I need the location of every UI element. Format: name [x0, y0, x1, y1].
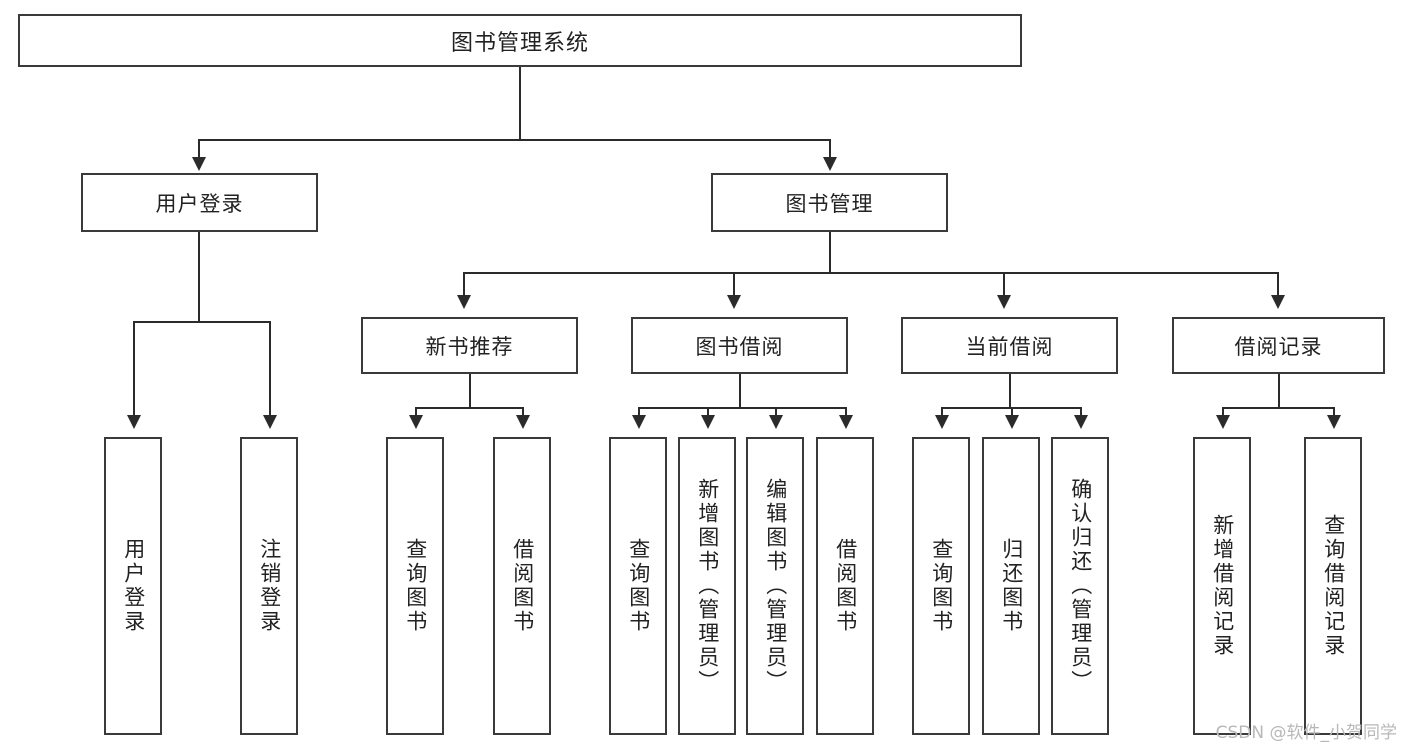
- leaf-add-borrow-record[interactable]: 新增借阅记录: [1193, 437, 1251, 735]
- connector-drop-leaf-user-login: [133, 321, 135, 417]
- connector-book-borrow-stem: [739, 374, 741, 407]
- leaf-add-book[interactable]: 新增图书（管理员）: [678, 437, 736, 735]
- node-user-login[interactable]: 用户登录: [81, 173, 318, 232]
- connector-drop-leaf-add-book: [707, 407, 709, 417]
- leaf-query-book-2[interactable]: 查询图书: [609, 437, 667, 735]
- leaf-query-book-3[interactable]: 查询图书: [912, 437, 970, 735]
- leaf-borrow-book-1[interactable]: 借阅图书: [493, 437, 551, 735]
- arrowhead-leaf-return-book: [1005, 415, 1019, 429]
- connector-book-management-stem: [829, 232, 831, 272]
- node-label: 图书借阅: [695, 334, 784, 359]
- node-label: 查询图书: [626, 538, 651, 634]
- leaf-confirm-return[interactable]: 确认归还（管理员）: [1051, 437, 1109, 735]
- arrowhead-leaf-logout: [263, 415, 277, 429]
- connector-drop-new-book-recommend: [463, 272, 465, 297]
- connector-borrow-record-bus: [1222, 407, 1335, 409]
- connector-drop-leaf-query-book-3: [941, 407, 943, 417]
- connector-drop-leaf-add-borrow-record: [1222, 407, 1224, 417]
- connector-drop-leaf-borrow-book-2: [845, 407, 847, 417]
- connector-book-borrow-bus: [638, 407, 847, 409]
- arrowhead-leaf-add-book: [701, 415, 715, 429]
- node-label: 借阅记录: [1234, 334, 1323, 359]
- connector-level2-bus: [198, 139, 831, 141]
- node-label: 当前借阅: [965, 334, 1054, 359]
- arrowhead-leaf-query-book-1: [409, 415, 423, 429]
- connector-drop-leaf-edit-book: [775, 407, 777, 417]
- node-label: 新书推荐: [425, 334, 514, 359]
- arrowhead-book-management: [823, 157, 837, 171]
- connector-drop-leaf-confirm-return: [1080, 407, 1082, 417]
- node-label: 编辑图书（管理员）: [763, 478, 788, 694]
- connector-current-borrow-stem: [1009, 374, 1011, 407]
- node-label: 查询图书: [403, 538, 428, 634]
- arrowhead-leaf-edit-book: [769, 415, 783, 429]
- node-label: 图书管理系统: [450, 30, 589, 56]
- node-current-borrow[interactable]: 当前借阅: [901, 317, 1118, 374]
- node-label: 新增图书（管理员）: [695, 478, 720, 694]
- connector-drop-leaf-query-book-1: [415, 407, 417, 417]
- leaf-logout[interactable]: 注销登录: [240, 437, 298, 735]
- node-label: 借阅图书: [510, 538, 535, 634]
- leaf-edit-book[interactable]: 编辑图书（管理员）: [746, 437, 804, 735]
- node-label: 查询借阅记录: [1321, 514, 1346, 658]
- arrowhead-book-borrow: [727, 295, 741, 309]
- connector-user-login-stem: [198, 232, 200, 321]
- arrowhead-new-book-recommend: [457, 295, 471, 309]
- connector-level3-bus: [463, 272, 1279, 274]
- node-label: 注销登录: [257, 538, 282, 634]
- connector-drop-leaf-logout: [269, 321, 271, 417]
- arrowhead-leaf-add-borrow-record: [1216, 415, 1230, 429]
- connector-new-book-recommend-bus: [415, 407, 524, 409]
- arrowhead-user-login: [192, 157, 206, 171]
- node-book-borrow[interactable]: 图书借阅: [631, 317, 848, 374]
- connector-borrow-record-stem: [1278, 374, 1280, 407]
- node-book-management[interactable]: 图书管理: [711, 173, 948, 232]
- node-root-system[interactable]: 图书管理系统: [18, 14, 1022, 67]
- connector-drop-book-borrow: [733, 272, 735, 297]
- node-label: 查询图书: [929, 538, 954, 634]
- connector-drop-leaf-return-book: [1011, 407, 1013, 417]
- node-label: 确认归还（管理员）: [1068, 478, 1093, 694]
- node-label: 归还图书: [999, 538, 1024, 634]
- connector-drop-current-borrow: [1003, 272, 1005, 297]
- arrowhead-leaf-query-book-3: [935, 415, 949, 429]
- arrowhead-leaf-query-book-2: [632, 415, 646, 429]
- leaf-return-book[interactable]: 归还图书: [982, 437, 1040, 735]
- arrowhead-leaf-confirm-return: [1074, 415, 1088, 429]
- connector-new-book-recommend-stem: [469, 374, 471, 407]
- connector-drop-leaf-query-book-2: [638, 407, 640, 417]
- arrowhead-leaf-borrow-book-2: [839, 415, 853, 429]
- arrowhead-borrow-record: [1271, 295, 1285, 309]
- arrowhead-leaf-borrow-book-1: [516, 415, 530, 429]
- leaf-query-book-1[interactable]: 查询图书: [386, 437, 444, 735]
- leaf-user-login[interactable]: 用户登录: [104, 437, 162, 735]
- leaf-query-borrow-record[interactable]: 查询借阅记录: [1304, 437, 1362, 735]
- node-label: 新增借阅记录: [1210, 514, 1235, 658]
- connector-drop-leaf-query-borrow-record: [1333, 407, 1335, 417]
- node-label: 用户登录: [155, 191, 244, 216]
- connector-user-login-bus: [133, 321, 270, 323]
- node-borrow-record[interactable]: 借阅记录: [1172, 317, 1385, 374]
- node-label: 图书管理: [785, 191, 874, 216]
- node-label: 借阅图书: [833, 538, 858, 634]
- connector-drop-borrow-record: [1277, 272, 1279, 297]
- node-new-book-recommend[interactable]: 新书推荐: [361, 317, 578, 374]
- connector-drop-leaf-borrow-book-1: [522, 407, 524, 417]
- arrowhead-leaf-query-borrow-record: [1327, 415, 1341, 429]
- arrowhead-leaf-user-login: [127, 415, 141, 429]
- connector-root-stem: [519, 67, 521, 139]
- connector-drop-book-management: [829, 139, 831, 159]
- leaf-borrow-book-2[interactable]: 借阅图书: [816, 437, 874, 735]
- node-label: 用户登录: [121, 538, 146, 634]
- connector-drop-user-login: [198, 139, 200, 159]
- arrowhead-current-borrow: [997, 295, 1011, 309]
